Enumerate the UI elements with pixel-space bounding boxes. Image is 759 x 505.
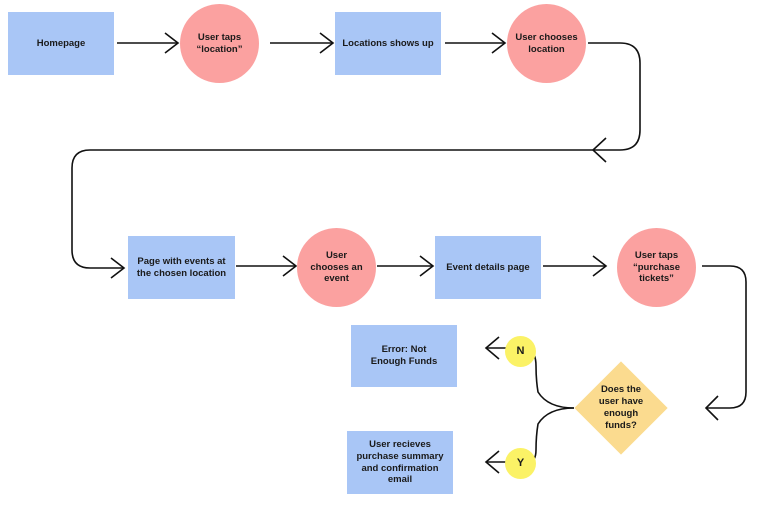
yes-branch-label: Y xyxy=(505,448,536,479)
arrow-taps-location-to-locations xyxy=(270,32,335,54)
error-not-enough-funds-box: Error: Not Enough Funds xyxy=(351,325,457,387)
user-receives-summary-box: User recieves purchase summary and confi… xyxy=(347,431,453,494)
user-chooses-location-circle: User chooses location xyxy=(507,4,586,83)
arrow-chooses-event-to-details xyxy=(377,255,435,277)
homepage-box: Homepage xyxy=(8,12,114,75)
page-with-events-box: Page with events at the chosen location xyxy=(128,236,235,299)
arrowhead-into-page-with-events xyxy=(110,257,126,279)
connector-row1-to-row2 xyxy=(71,42,641,269)
user-chooses-event-circle: User chooses an event xyxy=(297,228,376,307)
enough-funds-decision: Does the user have enough funds? xyxy=(572,360,670,456)
user-taps-location-circle: User taps “location” xyxy=(180,4,259,83)
no-branch-label: N xyxy=(505,336,536,367)
connector-purchase-to-decision xyxy=(702,265,747,409)
arrow-page-events-to-chooses-event xyxy=(236,255,298,277)
arrow-homepage-to-taps-location xyxy=(117,32,180,54)
arrowhead-into-summary xyxy=(484,450,500,474)
arrowhead-loop-left xyxy=(591,137,607,163)
event-details-page-box: Event details page xyxy=(435,236,541,299)
decision-label: Does the user have enough funds? xyxy=(598,384,644,431)
user-taps-purchase-circle: User taps “purchase tickets” xyxy=(617,228,696,307)
arrow-details-to-taps-purchase xyxy=(543,255,608,277)
arrow-locations-to-chooses-location xyxy=(445,32,507,54)
locations-shows-up-box: Locations shows up xyxy=(335,12,441,75)
arrowhead-into-error xyxy=(484,336,500,360)
arrowhead-into-decision xyxy=(704,395,719,421)
